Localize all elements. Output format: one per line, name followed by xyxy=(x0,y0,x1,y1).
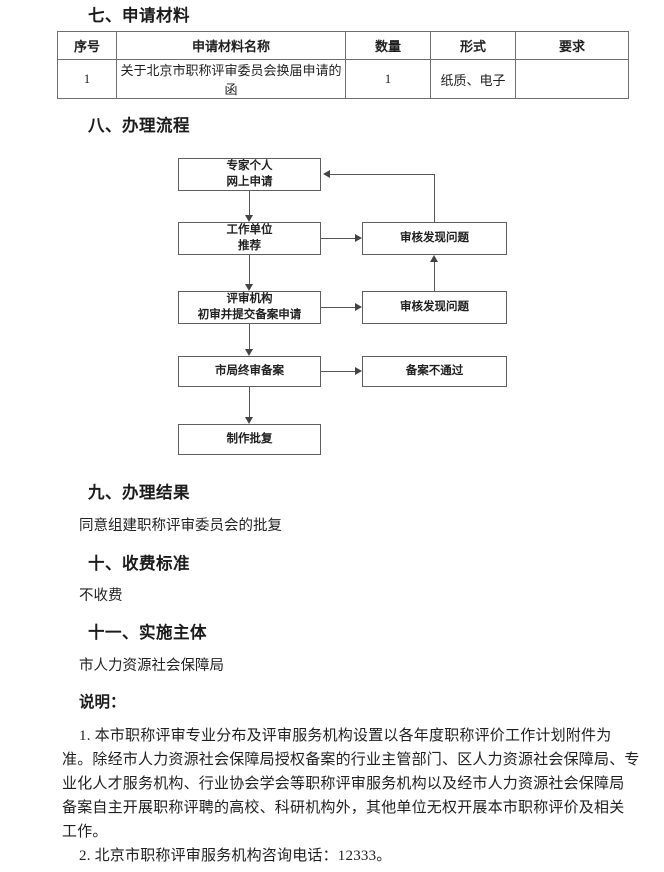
arrow-expert-to-workunit xyxy=(245,215,253,222)
flow-node-review-org: 评审机构 初审并提交备案申请 xyxy=(178,291,321,324)
column-header-no: 序号 xyxy=(57,31,117,60)
flow-node-city-final-record-line1: 市局终审备案 xyxy=(215,364,284,377)
cell-no: 1 xyxy=(57,59,117,99)
cell-quantity: 1 xyxy=(345,59,431,99)
flow-node-expert-apply: 专家个人 网上申请 xyxy=(178,158,321,191)
connector-cityfinal-to-makereply xyxy=(249,387,250,417)
arrow-issue1-to-expert xyxy=(323,170,330,178)
arrow-revieworg-to-cityfinal xyxy=(245,349,253,356)
cell-name: 关于北京市职称评审委员会换届申请的函 xyxy=(116,59,346,99)
connector-revieworg-to-cityfinal xyxy=(249,324,250,349)
text-fee-standard: 不收费 xyxy=(79,588,123,604)
flow-node-expert-apply-line1: 专家个人 xyxy=(226,159,273,172)
arrow-workunit-to-issue1 xyxy=(355,234,362,242)
flow-node-work-unit: 工作单位 推荐 xyxy=(178,222,321,255)
flow-node-expert-apply-line2: 网上申请 xyxy=(226,175,273,188)
connector-revieworg-to-issue2 xyxy=(321,307,355,308)
connector-workunit-to-revieworg xyxy=(249,255,250,284)
flow-node-issue-found-1: 审核发现问题 xyxy=(362,222,507,255)
table-row: 1 关于北京市职称评审委员会换届申请的函 1 纸质、电子 xyxy=(57,59,629,99)
heading-process-result: 九、办理结果 xyxy=(88,484,190,502)
flow-node-record-rejected-line1: 备案不通过 xyxy=(405,364,464,377)
table-header-row: 序号 申请材料名称 数量 形式 要求 xyxy=(57,31,629,60)
heading-application-materials: 七、申请材料 xyxy=(88,7,190,25)
flow-node-review-org-line2: 初审并提交备案申请 xyxy=(197,308,302,321)
cell-requirement xyxy=(515,59,629,99)
arrow-revieworg-to-issue2 xyxy=(355,303,362,311)
text-process-result: 同意组建职称评审委员会的批复 xyxy=(79,518,282,534)
connector-issue1-feedback-horizontal xyxy=(330,174,435,175)
application-materials-table: 序号 申请材料名称 数量 形式 要求 1 关于北京市职称评审委员会换届申请的函 … xyxy=(57,31,629,99)
flow-node-issue-found-1-line1: 审核发现问题 xyxy=(400,231,469,244)
flow-node-make-reply-line1: 制作批复 xyxy=(226,432,273,445)
column-header-quantity: 数量 xyxy=(345,31,431,60)
arrow-cityfinal-to-makereply xyxy=(245,417,253,424)
notes-line-4: 备案自主开展职称评聘的高校、科研机构外，其他单位无权开展本市职称评价及相关 xyxy=(62,800,625,816)
flow-node-review-org-line1: 评审机构 xyxy=(226,292,273,305)
flow-node-work-unit-line2: 推荐 xyxy=(238,239,261,252)
connector-issue2-to-issue1 xyxy=(434,262,435,291)
notes-line-3: 业化人才服务机构、行业协会学会等职称评审服务机构以及经市人力资源社会保障局 xyxy=(62,776,625,792)
column-header-form: 形式 xyxy=(430,31,516,60)
notes-line-1: 1. 本市职称评审专业分布及评审服务机构设置以各年度职称评价工作计划附件为 xyxy=(79,728,612,744)
connector-cityfinal-to-rejected xyxy=(321,371,355,372)
notes-line-5: 工作。 xyxy=(62,824,108,840)
text-implementing-body: 市人力资源社会保障局 xyxy=(79,658,224,674)
connector-expert-to-workunit xyxy=(249,191,250,215)
cell-form: 纸质、电子 xyxy=(430,59,516,99)
notes-line-2: 准。除经市人力资源社会保障局授权备案的行业主管部门、区人力资源社会保障局、专 xyxy=(62,752,640,768)
flow-node-city-final-record: 市局终审备案 xyxy=(178,356,321,387)
arrow-issue2-to-issue1 xyxy=(430,255,438,262)
arrow-workunit-to-revieworg xyxy=(245,284,253,291)
flow-node-issue-found-2-line1: 审核发现问题 xyxy=(400,300,469,313)
arrow-cityfinal-to-rejected xyxy=(355,367,362,375)
column-header-requirement: 要求 xyxy=(515,31,629,60)
flow-node-make-reply: 制作批复 xyxy=(178,424,321,455)
heading-implementing-body: 十一、实施主体 xyxy=(88,624,207,642)
connector-workunit-to-issue1 xyxy=(321,238,355,239)
notes-line-6: 2. 北京市职称评审服务机构咨询电话：12333。 xyxy=(79,848,392,864)
heading-fee-standard: 十、收费标准 xyxy=(88,555,190,573)
heading-notes: 说明： xyxy=(79,694,126,711)
flow-node-issue-found-2: 审核发现问题 xyxy=(362,291,507,324)
heading-process-flow: 八、办理流程 xyxy=(88,117,190,135)
flow-node-work-unit-line1: 工作单位 xyxy=(226,223,273,236)
column-header-name: 申请材料名称 xyxy=(116,31,346,60)
connector-issue1-feedback-vertical xyxy=(434,174,435,222)
flow-node-record-rejected: 备案不通过 xyxy=(362,356,507,387)
